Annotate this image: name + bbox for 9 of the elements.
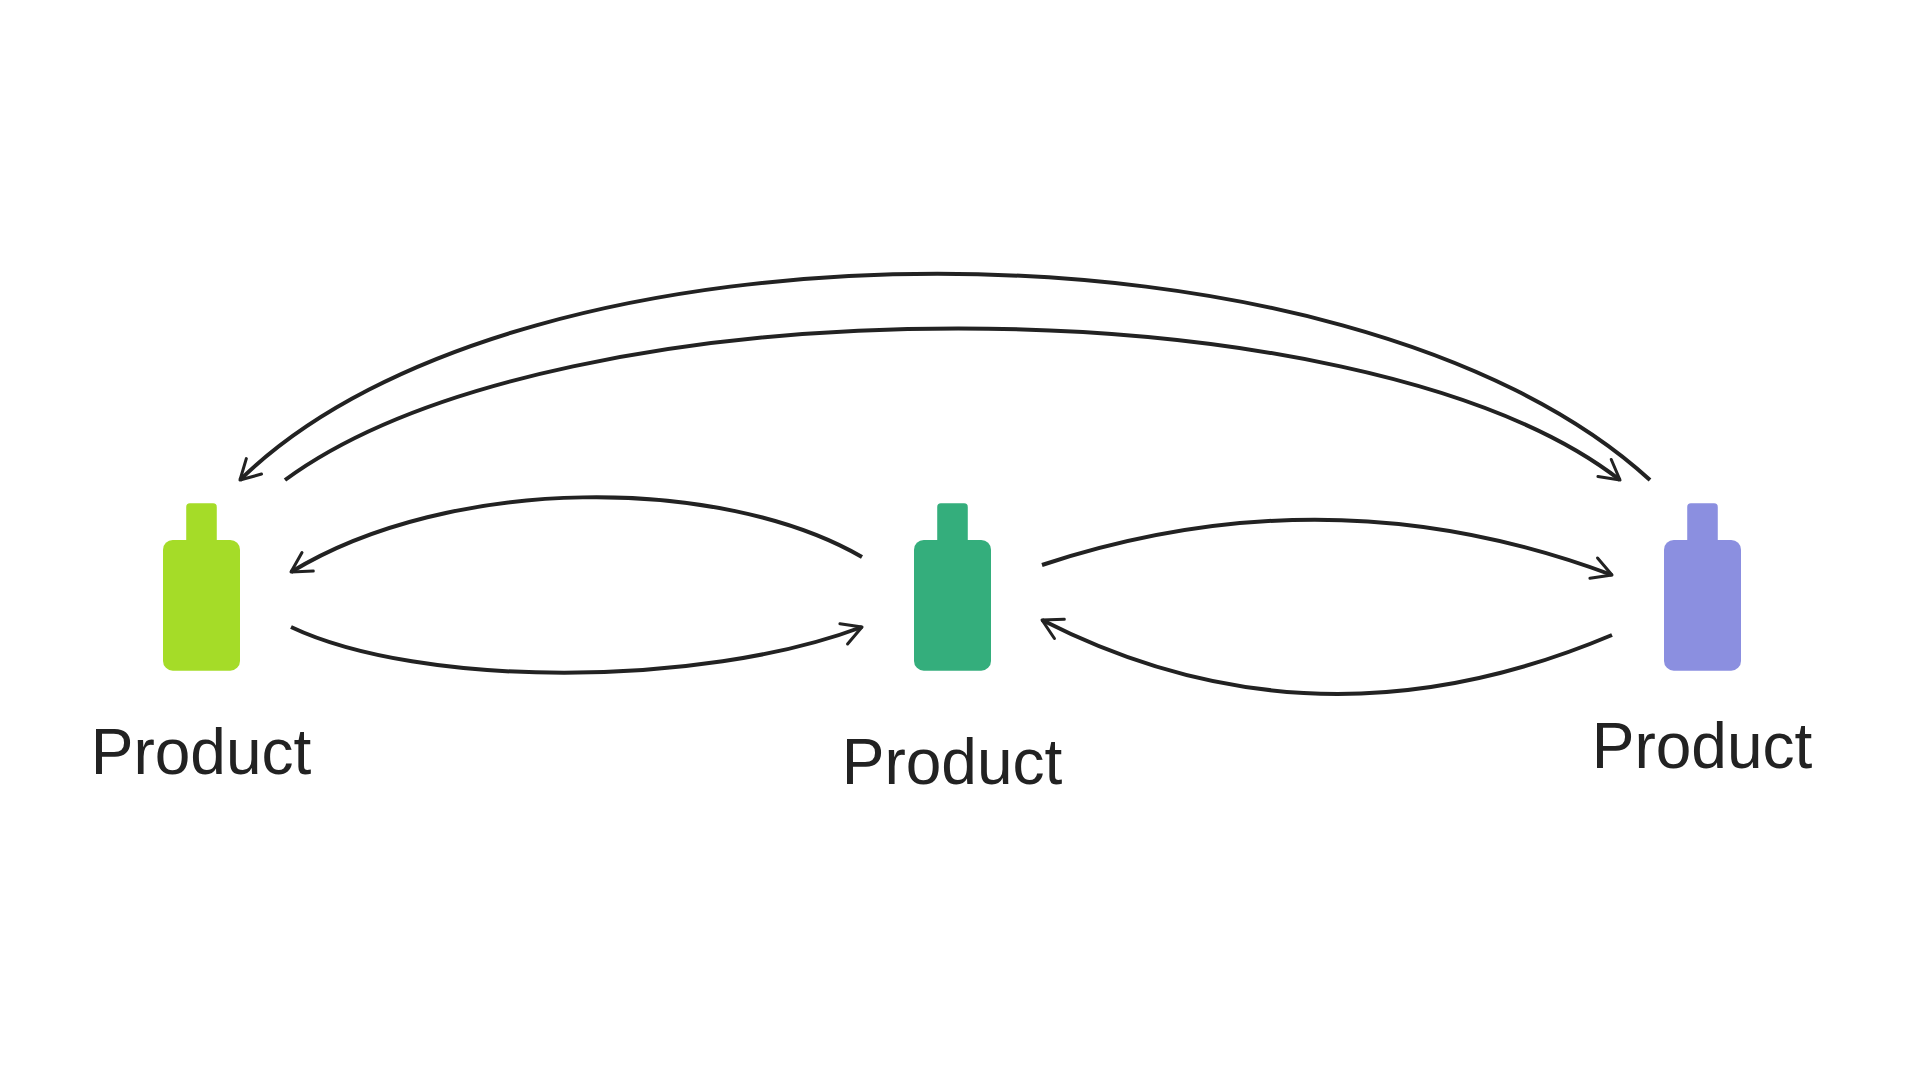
arrow <box>1040 616 1613 696</box>
arrow <box>284 326 1622 482</box>
product-label: Product <box>1591 714 1813 778</box>
arrow <box>1041 517 1614 581</box>
arrow <box>289 495 863 574</box>
product-label: Product <box>90 720 312 784</box>
arrow <box>290 621 864 675</box>
arrow <box>238 271 1652 482</box>
product-label: Product <box>841 730 1063 794</box>
